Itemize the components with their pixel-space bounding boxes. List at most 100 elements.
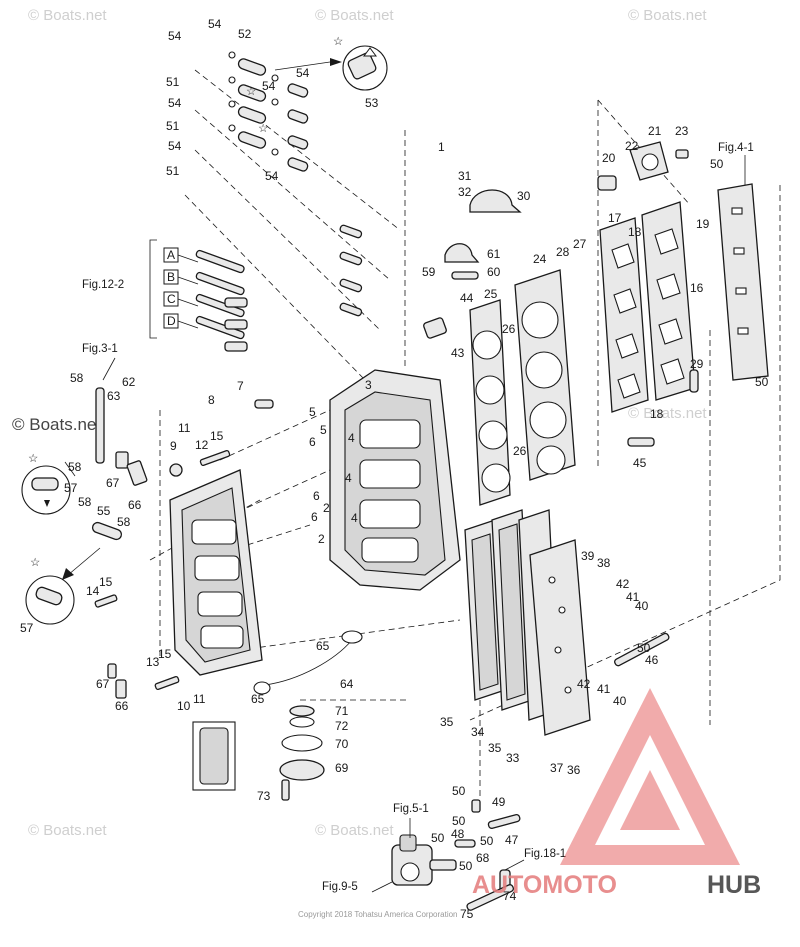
callout-2[interactable]: 2: [318, 532, 325, 546]
callout-6[interactable]: 6: [309, 435, 316, 449]
ref-fig12-2[interactable]: Fig.12-2: [82, 279, 124, 291]
callout-41[interactable]: 41: [597, 682, 611, 696]
callout-30[interactable]: 30: [517, 189, 531, 203]
callout-44[interactable]: 44: [460, 291, 474, 305]
callout-50[interactable]: 50: [755, 375, 769, 389]
callout-54[interactable]: 54: [168, 139, 182, 153]
callout-14[interactable]: 14: [86, 584, 100, 598]
callout-15[interactable]: 15: [158, 647, 172, 661]
callout-51[interactable]: 51: [166, 164, 180, 178]
callout-23[interactable]: 23: [675, 124, 689, 138]
ref-fig9-5[interactable]: Fig.9-5: [322, 881, 358, 893]
callout-57[interactable]: 57: [64, 481, 78, 495]
callout-52[interactable]: 52: [238, 27, 252, 41]
callout-47[interactable]: 47: [505, 833, 519, 847]
callout-50[interactable]: 50: [710, 157, 724, 171]
callout-7[interactable]: 7: [237, 379, 244, 393]
callout-41[interactable]: 41: [626, 590, 640, 604]
callout-32[interactable]: 32: [458, 185, 472, 199]
callout-74[interactable]: 74: [503, 889, 517, 903]
callout-39[interactable]: 39: [581, 549, 595, 563]
callout-35[interactable]: 35: [440, 715, 454, 729]
callout-59[interactable]: 59: [422, 265, 436, 279]
callout-10[interactable]: 10: [177, 699, 191, 713]
callout-57[interactable]: 57: [20, 621, 34, 635]
callout-67[interactable]: 67: [106, 476, 120, 490]
callout-5[interactable]: 5: [309, 405, 316, 419]
callout-45[interactable]: 45: [633, 456, 647, 470]
callout-75[interactable]: 75: [460, 907, 474, 921]
callout-63[interactable]: 63: [107, 389, 121, 403]
callout-58[interactable]: 58: [68, 460, 82, 474]
callout-54[interactable]: 54: [168, 96, 182, 110]
callout-54[interactable]: 54: [208, 17, 222, 31]
callout-65[interactable]: 65: [251, 692, 265, 706]
callout-51[interactable]: 51: [166, 75, 180, 89]
callout-42[interactable]: 42: [616, 577, 630, 591]
callout-66[interactable]: 66: [115, 699, 129, 713]
callout-35[interactable]: 35: [488, 741, 502, 755]
callout-11[interactable]: 11: [178, 421, 191, 435]
callout-43[interactable]: 43: [451, 346, 465, 360]
callout-27[interactable]: 27: [573, 237, 587, 251]
callout-64[interactable]: 64: [340, 677, 354, 691]
callout-61[interactable]: 61: [487, 247, 501, 261]
callout-12[interactable]: 12: [195, 438, 209, 452]
callout-33[interactable]: 33: [506, 751, 520, 765]
callout-13[interactable]: 13: [146, 655, 160, 669]
callout-2[interactable]: 2: [323, 501, 330, 515]
callout-34[interactable]: 34: [471, 725, 485, 739]
callout-50[interactable]: 50: [452, 784, 466, 798]
callout-38[interactable]: 38: [597, 556, 611, 570]
callout-20[interactable]: 20: [602, 151, 616, 165]
callout-53[interactable]: 53: [365, 96, 379, 110]
callout-25[interactable]: 25: [484, 287, 498, 301]
callout-21[interactable]: 21: [648, 124, 662, 138]
callout-58[interactable]: 58: [70, 371, 84, 385]
callout-50[interactable]: 50: [431, 831, 445, 845]
callout-42[interactable]: 42: [577, 677, 591, 691]
callout-46[interactable]: 46: [645, 653, 659, 667]
callout-16[interactable]: 16: [690, 281, 704, 295]
callout-26[interactable]: 26: [502, 322, 516, 336]
callout-24[interactable]: 24: [533, 252, 547, 266]
callout-5[interactable]: 5: [320, 423, 327, 437]
callout-19[interactable]: 19: [696, 217, 710, 231]
callout-48[interactable]: 48: [451, 827, 465, 841]
callout-18[interactable]: 18: [650, 407, 664, 421]
callout-50[interactable]: 50: [452, 814, 466, 828]
callout-54[interactable]: 54: [265, 169, 279, 183]
callout-3[interactable]: 3: [365, 378, 372, 392]
callout-58[interactable]: 58: [117, 515, 131, 529]
callout-49[interactable]: 49: [492, 795, 506, 809]
callout-67[interactable]: 67: [96, 677, 110, 691]
callout-40[interactable]: 40: [635, 599, 649, 613]
callout-37[interactable]: 37: [550, 761, 564, 775]
callout-6[interactable]: 6: [313, 489, 320, 503]
ref-fig18-1[interactable]: Fig.18-1: [524, 848, 566, 860]
callout-66[interactable]: 66: [128, 498, 142, 512]
ref-fig4-1[interactable]: Fig.4-1: [718, 142, 754, 154]
callout-65[interactable]: 65: [316, 639, 330, 653]
callout-15[interactable]: 15: [210, 429, 224, 443]
callout-51[interactable]: 51: [166, 119, 180, 133]
callout-60[interactable]: 60: [487, 265, 501, 279]
callout-68[interactable]: 68: [476, 851, 490, 865]
callout-54[interactable]: 54: [296, 66, 310, 80]
callout-17[interactable]: 17: [608, 211, 622, 225]
callout-50[interactable]: 50: [480, 834, 494, 848]
callout-58[interactable]: 58: [78, 495, 92, 509]
callout-71[interactable]: 71: [335, 704, 349, 718]
ref-fig5-1[interactable]: Fig.5-1: [393, 803, 429, 815]
callout-55[interactable]: 55: [97, 504, 111, 518]
callout-62[interactable]: 62: [122, 375, 136, 389]
callout-15[interactable]: 15: [99, 575, 113, 589]
callout-4[interactable]: 4: [345, 471, 352, 485]
callout-1[interactable]: 1: [438, 140, 445, 154]
callout-50[interactable]: 50: [637, 641, 651, 655]
callout-6[interactable]: 6: [311, 510, 318, 524]
callout-72[interactable]: 72: [335, 719, 349, 733]
callout-4[interactable]: 4: [348, 431, 355, 445]
callout-73[interactable]: 73: [257, 789, 271, 803]
callout-31[interactable]: 31: [458, 169, 472, 183]
